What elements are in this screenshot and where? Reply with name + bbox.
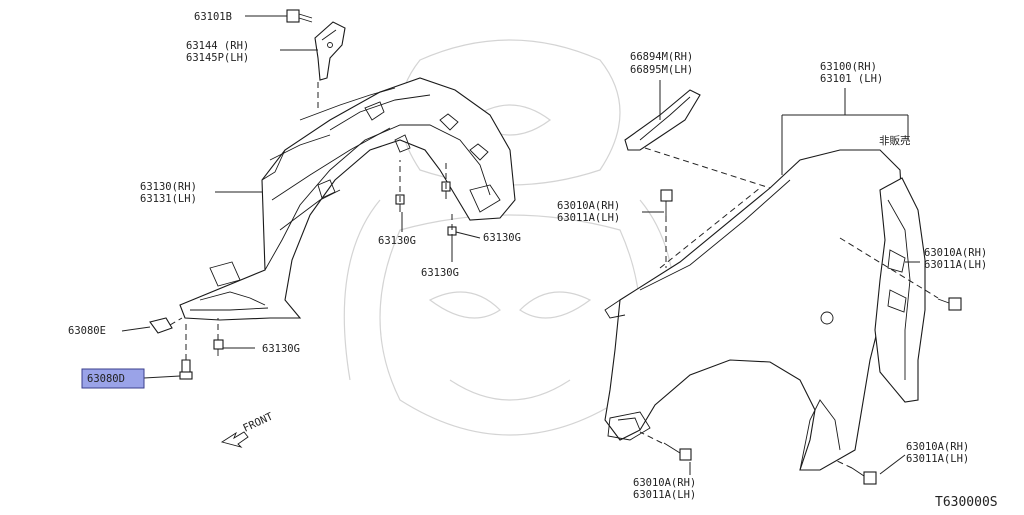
label-63010a: 63010A(RH) xyxy=(633,477,696,489)
label-63010a: 63010A(RH) xyxy=(557,200,620,212)
label-63101b: 63101B xyxy=(194,11,232,23)
diagram-code: T630000S xyxy=(935,495,998,510)
bolt-63010a-icon[interactable] xyxy=(937,297,962,311)
bracket-66894m[interactable] xyxy=(624,89,701,151)
clip-63080e-icon[interactable] xyxy=(149,317,173,334)
label-63080e: 63080E xyxy=(68,325,106,337)
bolt-63010a-icon[interactable] xyxy=(660,189,673,216)
label-63080d[interactable]: 63080D xyxy=(87,373,125,385)
label-63130g: 63130G xyxy=(262,343,300,355)
label-63130g: 63130G xyxy=(421,267,459,279)
assembly-lines-left xyxy=(169,82,453,360)
fender-protector-63130[interactable] xyxy=(179,77,516,321)
label-63130g: 63130G xyxy=(483,232,521,244)
assembly-lines-right xyxy=(639,147,939,469)
leader-lines-right xyxy=(642,80,920,475)
label-66895m: 66895M(LH) xyxy=(630,64,693,76)
label-63131: 63131(LH) xyxy=(140,193,197,205)
label-63010a: 63010A(RH) xyxy=(924,247,987,259)
label-63011a: 63011A(LH) xyxy=(924,259,987,271)
bracket-63144[interactable] xyxy=(314,21,346,81)
front-arrow-icon xyxy=(220,431,249,448)
screw-63080d-icon[interactable] xyxy=(179,359,193,380)
label-63130g: 63130G xyxy=(378,235,416,247)
bolt-63010a-icon[interactable] xyxy=(851,467,877,485)
fender-panel-63100[interactable] xyxy=(604,149,906,471)
label-63100: 63100(RH) xyxy=(820,61,877,73)
bolt-63101b-icon[interactable] xyxy=(286,9,313,23)
label-63011a: 63011A(LH) xyxy=(557,212,620,224)
label-63101: 63101 (LH) xyxy=(820,73,883,85)
label-front: FRONT xyxy=(241,410,275,435)
bolt-63010a-icon[interactable] xyxy=(663,442,692,461)
clip-63130g-icon[interactable] xyxy=(213,339,224,356)
label-63011a: 63011A(LH) xyxy=(633,489,696,501)
label-66894m: 66894M(RH) xyxy=(630,51,693,63)
label-63144: 63144 (RH) xyxy=(186,40,249,52)
label-63130: 63130(RH) xyxy=(140,181,197,193)
leader-lines-left xyxy=(121,15,481,379)
label-63145p: 63145P(LH) xyxy=(186,52,249,64)
label-63011a: 63011A(LH) xyxy=(906,453,969,465)
highlight-box-63080d xyxy=(81,368,145,389)
label-not-for-sale: 非販売 xyxy=(879,134,911,147)
label-63010a: 63010A(RH) xyxy=(906,441,969,453)
fender-reinforcement xyxy=(874,177,926,403)
